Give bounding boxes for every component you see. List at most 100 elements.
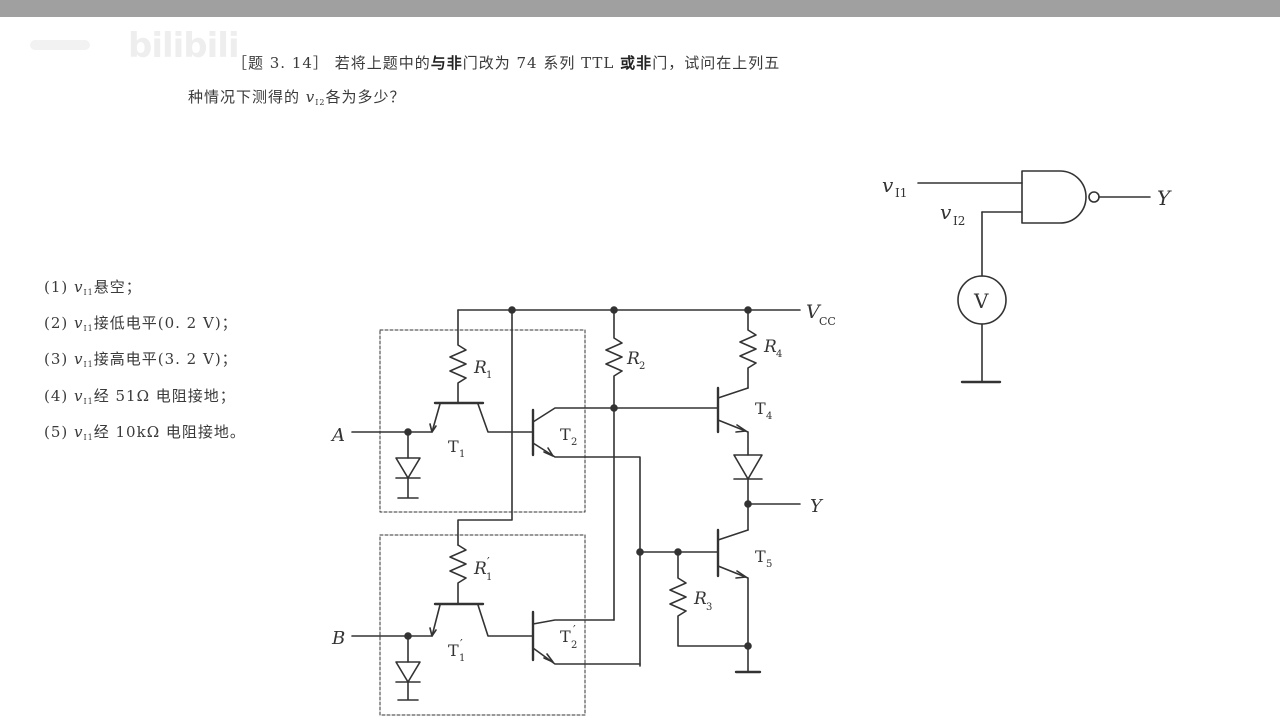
condition-var-sub: I1 [83,360,94,369]
r1p-prime: ′ [487,555,490,569]
t5-emitter-arrow [735,570,747,579]
t4-collector [717,387,749,399]
t1p-emitter-lead [351,604,441,637]
condition-text: 经 10kΩ 电阻接地。 [93,423,246,441]
problem-text-2b: 各为多少？ [325,88,406,106]
problem-var-sub: I2 [315,98,326,107]
circuit-output-label: Y [810,496,824,517]
r1-sub: 1 [486,370,492,381]
t4-emitter-arrow [735,424,747,433]
r3-sub: 3 [706,602,712,613]
t2p-sub: 2 [571,640,577,651]
resistor-r2 [605,309,623,621]
condition-num: (5) [44,423,75,441]
condition-var-sub: I1 [83,433,94,442]
junction-dot [744,642,752,650]
t1-sub: 1 [459,449,465,460]
r1-label: R [473,358,487,378]
gate-input2-label: v [940,200,952,224]
t1-label: T [448,437,459,456]
gate-input2-sub: I2 [953,214,965,228]
condition-5: (5) vI1经 10kΩ 电阻接地。 [44,421,246,442]
gate-output-label: Y [1157,186,1172,210]
condition-var-sub: I1 [83,324,94,333]
t2-sub: 2 [571,437,577,448]
ttl-circuit [351,306,801,716]
condition-var: v [74,387,84,405]
condition-1: (1) vI1悬空； [44,276,142,297]
bilibili-watermark: bilibili [128,26,240,66]
resistor-r1 [449,309,467,404]
t1-emitter-lead [351,403,441,433]
input-b-label: B [331,628,345,649]
t5-emitter [717,565,749,673]
condition-text: 接高电平(3. 2 V)； [93,350,238,368]
t4-emitter [717,419,749,456]
vcc-to-r1p-wire [457,309,513,546]
t1p-emitter-arrow [429,627,437,637]
r4-sub: 4 [776,349,782,360]
vcc-label: V [806,301,822,323]
input-module-box-top [379,329,586,513]
t1-collector-lead [477,403,534,433]
r3-label: R [693,589,707,609]
r2-sub: 2 [639,361,645,372]
voltmeter-label: V [973,289,989,313]
t5-sub: 5 [766,559,772,570]
diode2-ground [397,681,419,701]
t2p-emitter [532,647,641,665]
condition-text: 经 51Ω 电阻接地； [93,387,236,405]
condition-num: (2) [44,314,75,332]
problem-text-1a: 若将上题中的 [334,54,431,72]
t5-label: T [755,547,766,566]
problem-var: v [305,88,316,106]
top-bar [0,0,1280,17]
condition-var: v [74,278,84,296]
t2-emitter-arrow [543,447,554,457]
diode1-ground [397,477,419,499]
condition-var-sub: I1 [83,397,94,406]
r4-label: R [763,337,777,357]
gate-diagram [917,170,1151,384]
output-diode [733,454,763,480]
r1p-label: R [473,559,487,579]
vcc-sub: CC [819,315,836,328]
r2-label: R [626,349,640,369]
condition-text: 接低电平(0. 2 V)； [93,314,238,332]
t1p-prime: ′ [460,637,463,651]
condition-2: (2) vI1接低电平(0. 2 V)； [44,312,238,333]
t2p-prime: ′ [573,623,576,637]
problem-bold-nand: 与非 [430,54,463,72]
problem-tag: ［题 3. 14］ [232,54,329,72]
problem-line-1: ［题 3. 14］ 若将上题中的与非门改为 74 系列 TTL 或非门，试问在上… [232,52,780,73]
t1p-sub: 1 [459,653,465,664]
r1p-sub: 1 [486,572,492,583]
problem-line-2: 种情况下测得的 vI2各为多少？ [188,86,406,107]
gate-input1-sub: I1 [895,186,907,200]
resistor-r1-prime [449,544,467,605]
t1p-label: T [448,641,459,660]
condition-var: v [74,350,84,368]
t4-sub: 4 [766,411,772,422]
t2-label: T [560,425,571,444]
condition-text: 悬空； [93,278,142,296]
t2-emitter [532,442,641,667]
t2p-emitter-arrow [543,653,554,663]
t4-label: T [755,399,766,418]
resistor-r4 [739,309,757,389]
condition-num: (3) [44,350,75,368]
clamp-diode-1 [395,457,421,479]
condition-var: v [74,314,84,332]
t1p-collector-lead [477,604,534,637]
nand-gate-symbol [1021,170,1087,224]
t2-collector [532,407,615,423]
problem-bold-nor: 或非 [620,54,653,72]
t2p-label: T [560,627,571,646]
input-a-label: A [330,425,345,446]
condition-3: (3) vI1接高电平(3. 2 V)； [44,348,238,369]
t5-collector [717,529,749,541]
t2p-collector [532,619,615,625]
inverter-bubble [1088,191,1100,203]
clamp-diode-2 [395,661,421,683]
